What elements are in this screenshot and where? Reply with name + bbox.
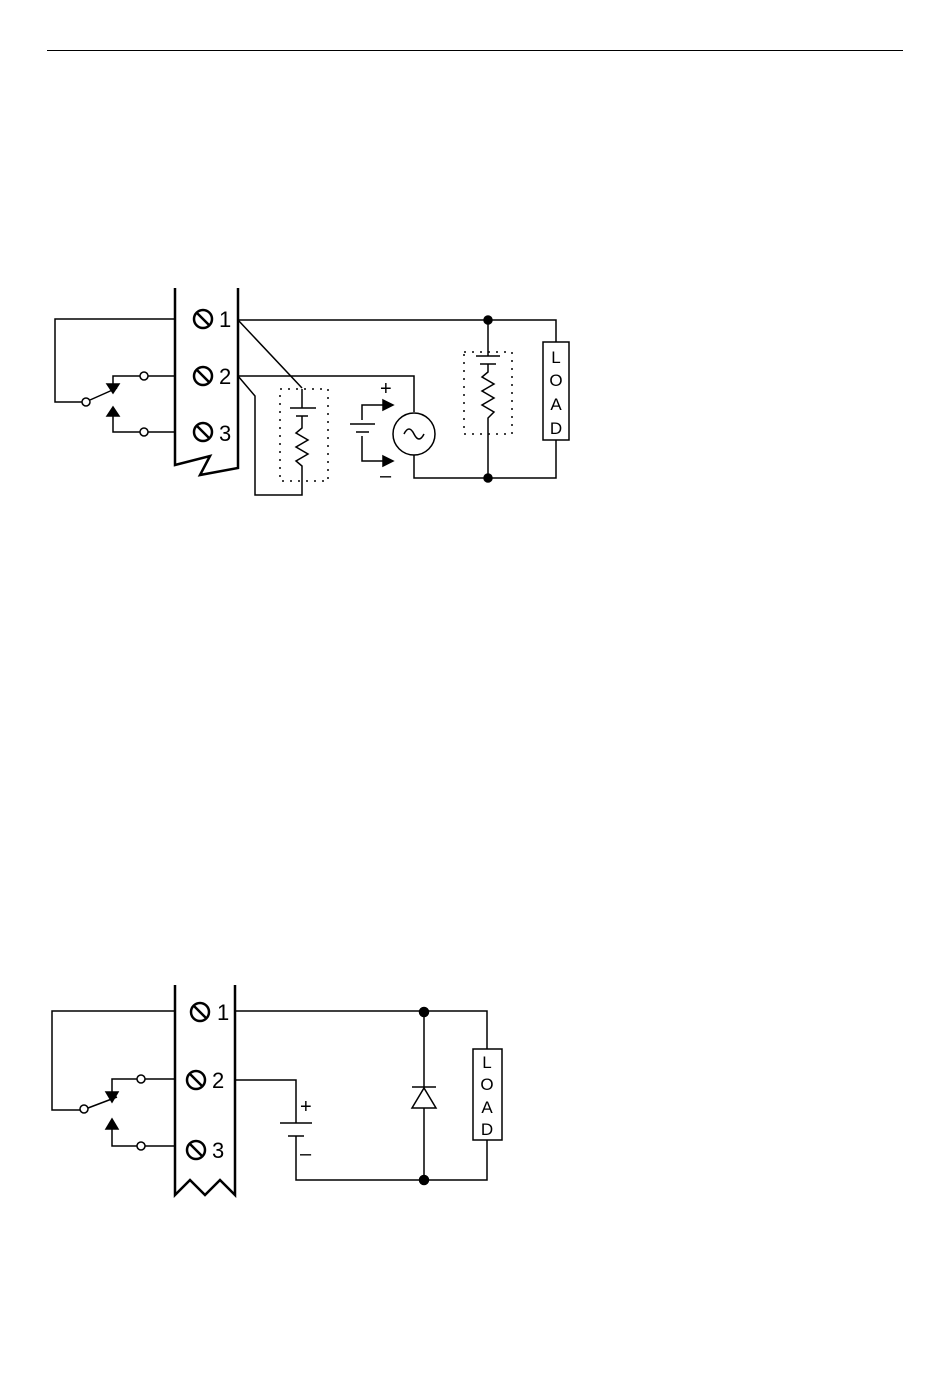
load-letter-l-1: L bbox=[551, 348, 560, 367]
plus-sign-2: + bbox=[300, 1096, 312, 1118]
terminal-screw-3 bbox=[194, 423, 212, 441]
terminal-label-2: 2 bbox=[219, 364, 231, 389]
terminal-screw-1b bbox=[191, 1003, 209, 1021]
snubber-resistor-2 bbox=[482, 364, 494, 478]
terminal-screw-1 bbox=[194, 310, 212, 328]
diagonal-wire-2 bbox=[238, 376, 302, 495]
snubber-box-1 bbox=[280, 389, 328, 481]
dc-arrow-upper bbox=[362, 405, 385, 420]
load-letter-o-2: O bbox=[480, 1075, 493, 1094]
common-contact bbox=[82, 398, 90, 406]
snubber-resistor-1 bbox=[296, 416, 308, 470]
plus-sign-1: + bbox=[380, 378, 392, 400]
contact-2b bbox=[137, 1075, 145, 1083]
load-letter-d-1: D bbox=[550, 419, 562, 438]
minus-sign-1: – bbox=[380, 465, 392, 487]
diode-symbol bbox=[412, 1087, 436, 1108]
load-letter-l-2: L bbox=[482, 1053, 491, 1072]
line-from-terminal-1 bbox=[238, 320, 556, 342]
minus-sign-2: – bbox=[300, 1143, 312, 1165]
terminal-screw-3b bbox=[187, 1141, 205, 1159]
load-letter-d-2: D bbox=[481, 1120, 493, 1139]
ac-source-bottom-wire bbox=[414, 440, 556, 478]
contact-3 bbox=[140, 428, 148, 436]
load-letter-o-1: O bbox=[549, 371, 562, 390]
terminal-label-2b: 2 bbox=[212, 1068, 224, 1093]
common-contact-2 bbox=[80, 1105, 88, 1113]
diagonal-wire-1 bbox=[238, 320, 302, 388]
contact-3b bbox=[137, 1142, 145, 1150]
terminal-label-3b: 3 bbox=[212, 1138, 224, 1163]
dc-arrow-lower bbox=[362, 436, 385, 461]
wiring-diagram-dc-diode: 1 2 3 + – L O A D bbox=[0, 960, 950, 1220]
terminal-screw-2 bbox=[194, 367, 212, 385]
terminal-label-1: 1 bbox=[219, 307, 231, 332]
wiring-diagram-ac-snubber: 1 2 3 + – L O A D bbox=[0, 0, 950, 600]
line-from-terminal-1b bbox=[235, 1011, 487, 1049]
contact-2 bbox=[140, 372, 148, 380]
dc-battery bbox=[280, 1123, 312, 1136]
ac-source-wave bbox=[404, 429, 424, 439]
dc-source-symbol bbox=[350, 424, 375, 432]
load-letter-a-1: A bbox=[550, 395, 562, 414]
terminal-screw-2b bbox=[187, 1071, 205, 1089]
terminal-label-1b: 1 bbox=[217, 1000, 229, 1025]
line-from-terminal-2b bbox=[235, 1080, 296, 1123]
load-letter-a-2: A bbox=[481, 1098, 493, 1117]
dc-bottom-wire bbox=[296, 1136, 487, 1180]
snubber-cap-2 bbox=[476, 320, 500, 364]
snubber-cap-1 bbox=[290, 389, 316, 416]
terminal-label-3: 3 bbox=[219, 421, 231, 446]
